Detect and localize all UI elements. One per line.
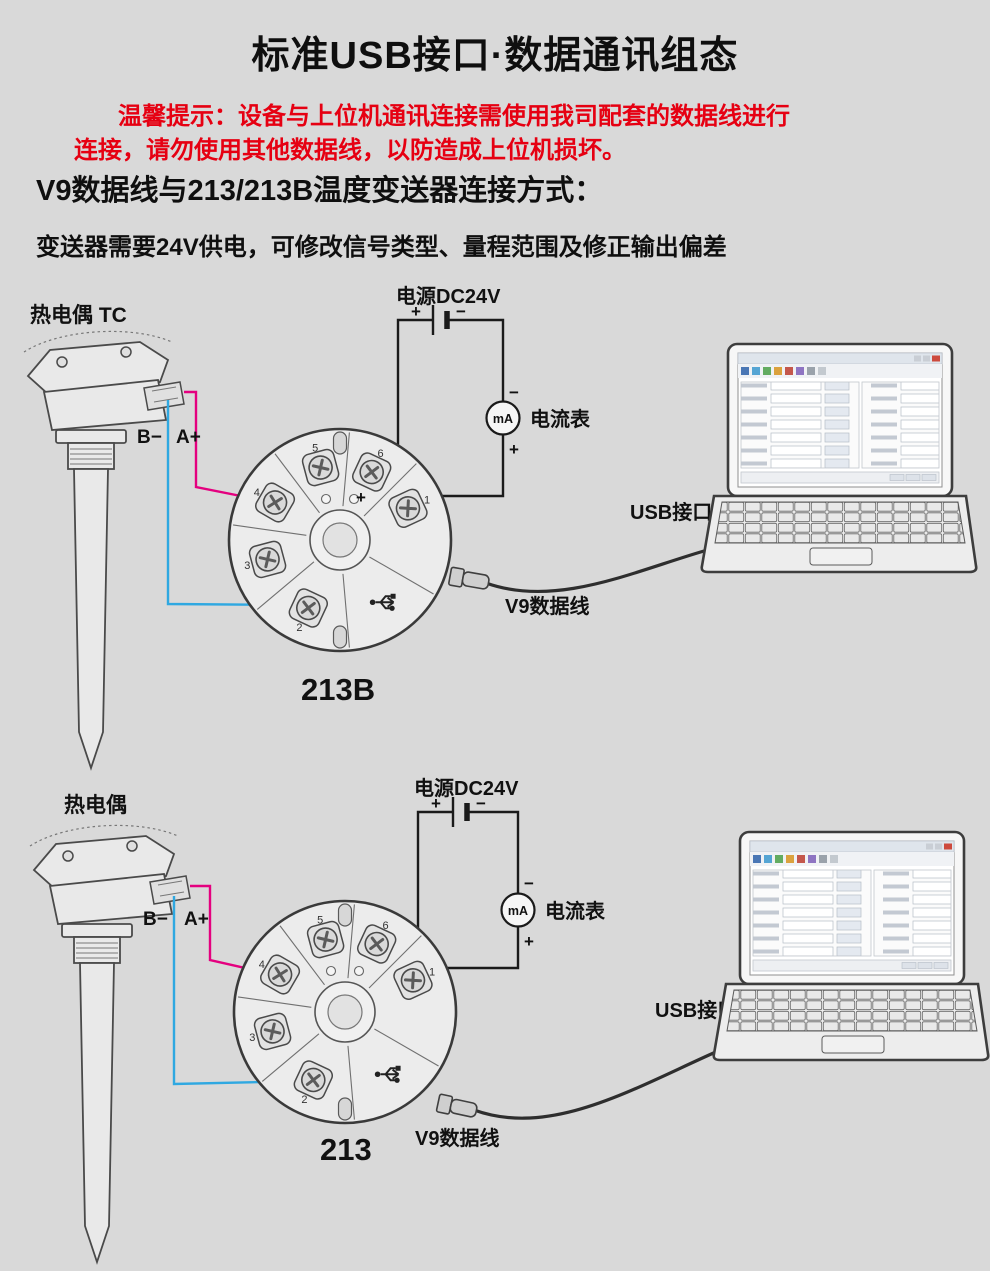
terminal-number: 1 xyxy=(424,494,430,506)
notice-line-2: 连接，请勿使用其他数据线，以防造成上位机损坏。 xyxy=(74,137,626,164)
sector-lines xyxy=(232,432,434,648)
power-label: 电源DC24V xyxy=(414,777,519,800)
diagram-213: 热电偶 B− A+ + − 电源DC24V mA − + 电流表 xyxy=(29,777,990,1263)
thermocouple xyxy=(29,824,191,1263)
usb-port-label: USB接口 xyxy=(655,999,737,1022)
battery-icon xyxy=(431,305,450,335)
v9-data-cable xyxy=(485,549,705,594)
usb-connector xyxy=(448,566,490,590)
battery-icon xyxy=(451,797,470,827)
pin-hole xyxy=(325,965,337,977)
page-title: 标准USB接口·数据通讯组态 xyxy=(251,35,739,77)
diagram-213b: 热电偶 TC B− A+ + − 电源DC24V mA − + 电流表 xyxy=(23,285,978,769)
ammeter-unit: mA xyxy=(508,904,528,918)
sector-lines xyxy=(237,904,439,1120)
center-hole xyxy=(322,522,358,558)
cable-label: V9数据线 xyxy=(505,594,589,618)
ammeter-plus-sign: + xyxy=(524,932,534,951)
transmitter-plus-sign: + xyxy=(356,488,366,507)
terminal-number: 2 xyxy=(296,622,302,634)
laptop xyxy=(712,830,990,1062)
ammeter: mA xyxy=(485,400,521,436)
pin-hole xyxy=(348,493,360,505)
terminal-number: 6 xyxy=(383,920,389,932)
usb-connector xyxy=(435,1093,478,1118)
laptop xyxy=(700,342,978,574)
thermocouple xyxy=(23,330,185,769)
battery-plus-sign: + xyxy=(411,302,421,321)
transmitter-213: 1 6 5 4 3 2 xyxy=(232,899,458,1125)
battery-plus-sign: + xyxy=(431,794,441,813)
mounting-slot xyxy=(332,431,348,455)
usb-trident-icon xyxy=(374,1065,401,1083)
terminal-neg-label: B− xyxy=(137,427,162,448)
mounting-slot xyxy=(337,903,353,927)
power-wire-negative xyxy=(447,318,505,402)
sensor-label: 热电偶 TC xyxy=(30,303,127,327)
terminal-number: 2 xyxy=(301,1094,307,1106)
terminal-number: 6 xyxy=(378,448,384,460)
power-label: 电源DC24V xyxy=(396,285,501,308)
sensor-wire-pink xyxy=(184,390,272,504)
ammeter-unit: mA xyxy=(493,412,513,426)
pin-hole xyxy=(353,965,365,977)
mounting-slot xyxy=(337,1097,353,1121)
usb-trident-icon xyxy=(369,593,396,611)
section-title: V9数据线与213/213B温度变送器连接方式： xyxy=(36,175,604,207)
model-label-213b: 213B xyxy=(301,672,375,707)
terminal-number: 3 xyxy=(244,560,250,572)
ammeter-minus-sign: − xyxy=(524,874,534,893)
ammeter-plus-sign: + xyxy=(509,440,519,459)
terminal-number: 1 xyxy=(429,966,435,978)
ammeter-label: 电流表 xyxy=(545,899,606,923)
transmitter-213b: 1 6 5 4 3 2 xyxy=(227,427,453,653)
section-note: 变送器需要24V供电，可修改信号类型、量程范围及修正输出偏差 xyxy=(36,234,727,261)
model-label-213: 213 xyxy=(320,1132,372,1167)
terminal-number: 4 xyxy=(259,959,265,971)
battery-minus-sign: − xyxy=(476,794,486,813)
terminal-neg-label: B− xyxy=(143,909,168,930)
terminal-number: 5 xyxy=(317,914,323,926)
ammeter-label: 电流表 xyxy=(530,407,591,431)
mounting-slot xyxy=(332,625,348,649)
v9-data-cable xyxy=(473,1049,719,1120)
pin-hole xyxy=(320,493,332,505)
usb-port-label: USB接口 xyxy=(630,501,712,524)
ammeter-minus-sign: − xyxy=(509,383,519,402)
terminal-number: 5 xyxy=(312,442,318,454)
terminal-number: 3 xyxy=(249,1032,255,1044)
cable-label: V9数据线 xyxy=(415,1126,499,1150)
terminal-number: 4 xyxy=(254,487,260,499)
sensor-label: 热电偶 xyxy=(64,793,127,817)
ammeter: mA xyxy=(500,892,536,928)
terminal-pos-label: A+ xyxy=(176,427,201,448)
terminal-pos-label: A+ xyxy=(184,909,209,930)
power-wire-negative xyxy=(467,810,520,894)
notice-line-1: 温馨提示：设备与上位机通讯连接需使用我司配套的数据线进行 xyxy=(118,103,790,130)
battery-minus-sign: − xyxy=(456,302,466,321)
center-hole xyxy=(327,994,363,1030)
